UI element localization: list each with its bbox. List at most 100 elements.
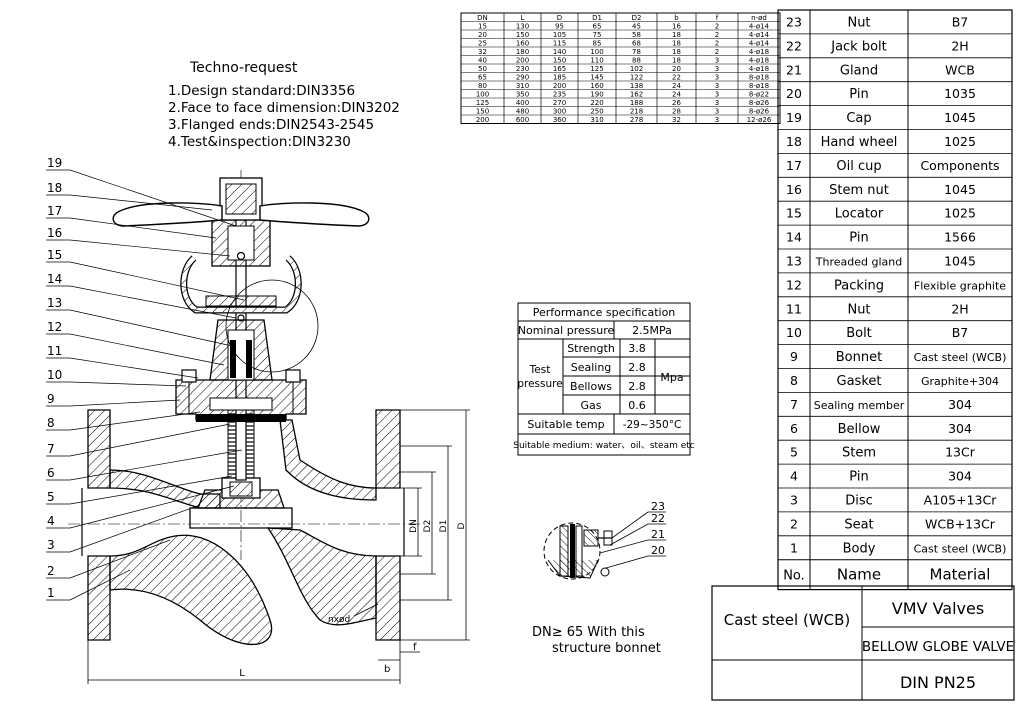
dim-table-cell: 2 (715, 40, 719, 48)
dim-table-cell: 160 (516, 40, 529, 48)
performance-title: Performance specification (533, 306, 676, 319)
dim-table-cell: 18 (672, 40, 681, 48)
title-block: Cast steel (WCB) VMV Valves BELLOW GLOBE… (711, 585, 1015, 701)
dim-table-cell: 20 (672, 65, 681, 73)
dim-table-cell: 480 (516, 108, 529, 116)
dim-table-cell: 125 (590, 65, 603, 73)
performance-table: Performance specification Nominal pressu… (513, 302, 695, 456)
dim-table-cell: 8-ø26 (749, 108, 770, 116)
dim-table-cell: 68 (632, 40, 641, 48)
test-label: Test (529, 364, 551, 376)
dim-table-cell: 100 (476, 91, 489, 99)
parts-row: 3 Disc A105+13Cr (790, 492, 997, 508)
title-product: BELLOW GLOBE VALVE (862, 639, 1014, 655)
dim-table-cell: 200 (553, 82, 566, 90)
dim-label-nxd: nxød (328, 615, 350, 625)
part-material: 1045 (944, 110, 976, 125)
part-name: Bonnet (836, 350, 882, 365)
dim-table-cell: 185 (553, 74, 566, 82)
dim-table-cell: 3 (715, 65, 719, 73)
balloon-number: 19 (47, 156, 62, 170)
part-name: Stem nut (829, 183, 889, 198)
dim-table-cell: 3 (715, 91, 719, 99)
dim-table-header: b (674, 14, 679, 22)
part-number: 14 (786, 230, 802, 245)
balloon-number: 6 (47, 466, 55, 480)
dim-table-cell: 160 (590, 82, 603, 90)
dim-table-cell: 20 (478, 31, 487, 39)
part-name: Nut (847, 302, 870, 317)
temp-value: -29~350°C (623, 419, 682, 431)
part-number: 11 (786, 301, 802, 316)
part-material: B7 (952, 325, 969, 340)
balloon-number: 16 (47, 226, 62, 240)
part-name: Bolt (846, 326, 872, 341)
part-name: Pin (849, 87, 868, 102)
part-number: 23 (786, 14, 802, 29)
balloon-number: 17 (47, 204, 62, 218)
dim-table-cell: 24 (672, 82, 681, 90)
dim-table-cell: 8-ø26 (749, 99, 770, 107)
dim-label-dn: DN (409, 519, 419, 533)
part-number: 4 (790, 469, 798, 484)
balloon-10: 10 (46, 368, 187, 387)
dim-table-cell: 4-ø18 (749, 65, 769, 73)
dim-table-cell: 230 (516, 65, 529, 73)
dim-table-cell: 65 (478, 74, 487, 82)
part-name: Stem (842, 446, 876, 461)
balloon-2: 2 (46, 539, 171, 579)
dim-table-cell: 8-ø22 (749, 91, 769, 99)
balloon-4: 4 (46, 485, 235, 529)
part-material: 304 (948, 421, 972, 436)
part-name: Sealing member (814, 399, 905, 412)
part-number: 22 (786, 38, 802, 53)
dim-table-cell: 8-ø18 (749, 74, 769, 82)
part-material: A105+13Cr (924, 492, 998, 507)
dim-table-cell: 218 (630, 108, 643, 116)
part-number: 3 (790, 492, 798, 507)
dim-table-cell: 125 (476, 99, 489, 107)
parts-header-name: Name (837, 566, 881, 584)
nominal-pressure-value: 2.5MPa (632, 324, 672, 337)
valve-cross-section: L b f nxød DN D2 D1 D (68, 170, 470, 684)
part-number: 8 (790, 373, 798, 388)
dim-table-cell: 22 (672, 74, 681, 82)
dim-table-cell: 278 (630, 116, 643, 124)
dim-table-cell: 180 (516, 48, 529, 56)
part-number: 15 (786, 206, 802, 221)
note-line: 3.Flanged ends:DIN2543-2545 (168, 117, 374, 133)
dim-table-cell: 115 (553, 40, 566, 48)
title-company: VMV Valves (892, 599, 984, 618)
part-name: Disc (845, 493, 873, 508)
dim-table-cell: 3 (715, 116, 719, 124)
dim-table-cell: 65 (593, 23, 602, 31)
dim-table-header: D2 (632, 14, 642, 22)
balloon-15: 15 (46, 248, 245, 301)
balloon-5: 5 (46, 475, 233, 505)
part-material: 1566 (944, 230, 976, 245)
part-material: 2H (951, 38, 968, 53)
part-name: Bellow (838, 422, 881, 437)
dim-table-cell: 32 (672, 116, 681, 124)
part-material: 304 (948, 469, 972, 484)
balloon-number: 15 (47, 248, 62, 262)
bonnet-detail-view: 23 22 21 20 DN≥ 65 With this structure b… (532, 500, 666, 656)
dim-table-cell: 4-ø18 (749, 48, 769, 56)
balloon-16: 16 (46, 226, 231, 257)
part-material: Components (920, 158, 999, 173)
dim-table-header: D1 (592, 14, 602, 22)
dim-table-cell: 130 (516, 23, 529, 31)
balloon-number: 10 (47, 368, 62, 382)
